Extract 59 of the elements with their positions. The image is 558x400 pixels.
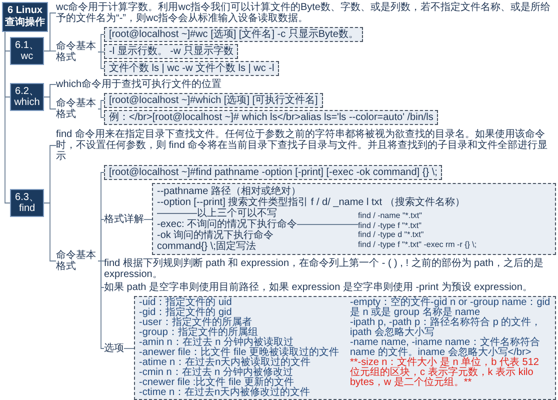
detail-text: --pathname 路径（相对或绝对） (157, 186, 301, 197)
command-box: [root@localhost ~]#which [选项] [可执行文件名] (104, 93, 323, 108)
subtopic-label: 命令基本格式 (56, 250, 98, 272)
subtopic-label: 选项 (104, 343, 124, 354)
option-text: -gid：指定文件的 gid (139, 308, 232, 318)
option-text: -group：指定文件的所属组 (139, 328, 258, 338)
detail-text: --option [--print] 搜索文件类型指引 f / d/ _name l txt （搜索文件名称） (157, 197, 465, 208)
description-text: wc命令用于计算字数。利用wc指令我们可以计算文件的Byte数、字数、或是列数，若不指定文件名称、或是所给予的文件名为“-”，则wc指令会从标准输入设备读取数据。 (56, 2, 556, 24)
connector-line (44, 96, 56, 110)
command-box: [root@localhost ~]#find pathname -option [-print] [-exec -ok command] {} \; (104, 165, 442, 180)
command-box: 文件个数 ls | wc -w 文件个数 ls | wc -l (104, 61, 280, 76)
connector-line (98, 100, 104, 110)
example-command: find / -type f "*.txt" -exec rm -r {} \; (358, 240, 477, 249)
root-topic: 6 Linux查询操作 (2, 2, 48, 32)
connector-line (144, 219, 152, 220)
detail-text: ————以上三个可以不写 (157, 208, 277, 219)
option-text: -ctime n：在过去n天内被修改过的文件 (139, 388, 312, 398)
connector-line (44, 50, 56, 52)
option-text: -ipath p, -path p：路径名称符合 p 的文件，ipath 会忽略大小写 (350, 318, 542, 338)
option-text: **-size n：文件大小 是 n 单位，b 代表 512 位元组的区块，c 表示字元数，k 表示 kilo bytes，w 是二个位元组。** (350, 358, 540, 388)
detail-text: command{} \;固定写法 (157, 241, 256, 252)
example-command: find / -type d "*.txt" (358, 230, 425, 240)
option-text: -cmin n：在过去 n 分钟内被修改过 (139, 368, 293, 378)
option-text: -empty：空的文件-gid n or -group name：gid 是 n 或是 group 名称是 name (350, 298, 551, 318)
example-box: 例：</br>[root@localhost ~]# which ls</br>alias ls='ls --color=auto' /bin/ls (104, 110, 438, 125)
connector-line (44, 202, 56, 262)
example-command: find / -type f "*.txt" (358, 220, 422, 230)
option-text: -uid：指定文件的 uid (139, 298, 233, 308)
option-text: -atime n：在过去n天内被读取过的文件 (139, 358, 312, 368)
command-box: [root@localhost ~]#wc [选项] [文件名] -c 只显示Byte数。 (104, 27, 364, 42)
section-topic: 6.1、wc (10, 37, 44, 65)
note-box: -l 显示行数。 -w 只显示字数 (104, 44, 238, 59)
rule-text: 如果 path 是空字串则使用目前路径，如果 expression 是空字串则使用 -print 为预设 expression。 (104, 282, 556, 293)
connector-line (4, 32, 10, 204)
connector-line (98, 52, 104, 69)
subtopic-label: 命令基本格式 (56, 41, 98, 63)
subtopic-label: 格式详解 (104, 214, 144, 225)
section-topic: 6.3、find (10, 189, 44, 217)
connector-line (98, 219, 104, 262)
option-text: -name name, -iname name：文件名称符合 name 的文件。iname 会忽略大小写</br> (350, 338, 542, 358)
option-text: -user：指定文件的所属者 (139, 318, 252, 328)
connector-line (124, 348, 134, 349)
connector-line (98, 260, 104, 349)
example-command: find / -name "*.txt" (358, 211, 423, 220)
subtopic-label: 命令基本格式 (56, 98, 98, 120)
boundary-box (152, 183, 556, 255)
connector-line (98, 108, 104, 118)
connector-line (98, 34, 104, 52)
rule-text: find 根据下列规则判断 path 和 expression，在命令列上第一个 - ( ) , ! 之前的部份为 path，之后的是 expression。 (104, 258, 556, 280)
connector-line (296, 224, 358, 225)
detail-text: -ok 询问的情况下执行命令 (157, 230, 274, 241)
section-topic: 6.2、which (10, 83, 44, 111)
description-text: find 命令用来在指定目录下查找文件。任何位于参数之前的字符串都将被视为欲查找的目录名。如果使用该命令时，不设置任何参数，则 find 命令将在当前目录下查找子目录与文件。并且将查找到的子目录和文件全部进行显示 (56, 129, 556, 162)
detail-text: -exec: 不询问的情况下执行命令 (157, 219, 298, 230)
description-text: which命令用于查找可执行文件的位置 (56, 79, 556, 90)
option-text: -anewer file：比文件 file 更晚被读取过的文件 (139, 348, 340, 358)
options-box (134, 296, 556, 400)
option-text: -amin n：在过去 n 分钟内被读取过 (139, 338, 294, 348)
option-text: -cnewer file :比文件 file 更新的文件 (139, 378, 294, 388)
